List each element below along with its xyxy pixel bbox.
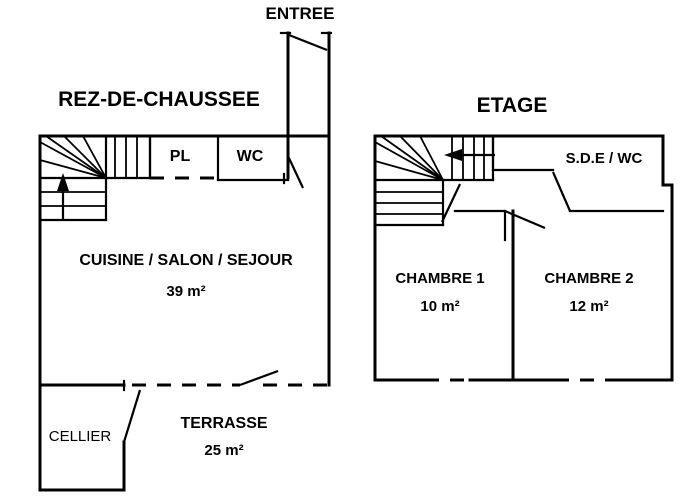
upper-stair-winder-1	[374, 141, 444, 181]
entrance-door-leaf	[288, 33, 328, 52]
upper-stair-winder-2	[380, 135, 444, 181]
stair-up-arrow-head	[57, 173, 69, 191]
room-area-sejour: 39 m²	[166, 283, 205, 300]
room-label-wc: WC	[237, 148, 264, 165]
upper-stair-winder-4	[419, 135, 444, 181]
room-area-chambre2: 12 m²	[569, 298, 608, 315]
stair-up-arrow-icon	[57, 173, 69, 221]
ground-floor-group: REZ-DE-CHAUSSEE	[38, 31, 333, 492]
room-label-sde-wc: S.D.E / WC	[566, 150, 643, 167]
room-label-sejour: CUISINE / SALON / SEJOUR	[79, 252, 293, 269]
upper-stair-winder-3	[399, 135, 444, 181]
wc-door-leaf	[287, 155, 304, 189]
stair-winder-5	[39, 159, 107, 179]
upper-floor-title: ETAGE	[477, 94, 548, 117]
room-label-terrasse: TERRASSE	[180, 415, 267, 432]
stair-winder-1	[39, 141, 107, 179]
cellier-door-leaf	[122, 389, 142, 443]
chambre1-door-leaf	[504, 209, 546, 230]
upper-landing-door-leaf	[441, 183, 461, 223]
stair-winder-2	[45, 135, 107, 179]
stair-left-arrow-icon	[444, 149, 495, 161]
upper-stair-winder-5	[374, 160, 444, 181]
stair-left-arrow-head	[444, 149, 462, 161]
sde-door-leaf	[551, 171, 572, 212]
room-area-chambre1: 10 m²	[420, 298, 459, 315]
room-label-chambre2: CHAMBRE 2	[544, 270, 633, 287]
room-area-terrasse: 25 m²	[204, 442, 243, 459]
ground-floor-title: REZ-DE-CHAUSSEE	[58, 88, 260, 111]
room-label-chambre1: CHAMBRE 1	[395, 270, 484, 287]
room-label-pl: PL	[170, 148, 191, 165]
terrace-door-leaf	[239, 369, 279, 387]
upper-floor-group: ETAGE	[373, 94, 674, 382]
stair-winder-3	[63, 135, 107, 179]
room-label-cellier: CELLIER	[49, 428, 112, 445]
stair-winder-4	[82, 135, 107, 179]
entree-label: ENTREE	[266, 4, 335, 23]
